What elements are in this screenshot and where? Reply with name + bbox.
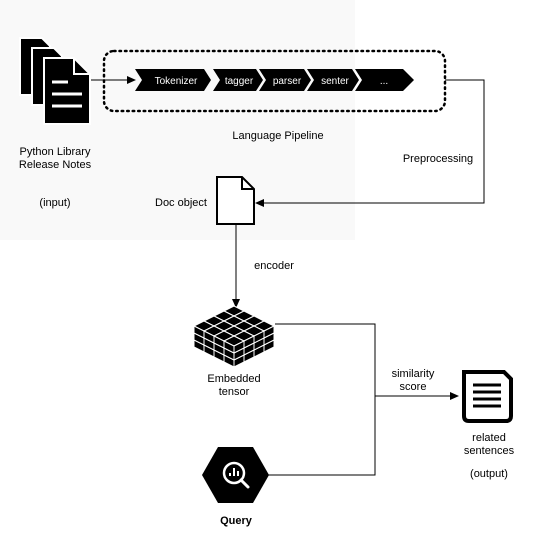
pipeline-stage-tokenizer: Tokenizer — [135, 69, 211, 91]
pipeline-stage-more: ... — [355, 69, 414, 91]
preprocessing-arrow — [255, 79, 485, 207]
pipeline-stage-label: tagger — [225, 76, 254, 87]
document-icon — [216, 176, 255, 225]
input-label-line2: Release Notes — [18, 159, 92, 171]
text-document-icon — [462, 370, 513, 423]
pipeline-title: Language Pipeline — [232, 130, 324, 142]
similarity-label-line1: similarity — [391, 368, 435, 380]
output-label-line2: sentences — [463, 445, 515, 457]
output-label-line1: related — [472, 432, 506, 444]
pipeline-stage-label: senter — [321, 76, 349, 87]
pipeline-box — [102, 49, 447, 113]
pipeline-stage-label: parser — [273, 76, 302, 87]
pipeline-stage-parser: parser — [259, 69, 311, 91]
cube-grid-icon — [192, 305, 276, 368]
embedded-label-line1: Embedded — [207, 373, 261, 385]
pipeline-stage-label: Tokenizer — [155, 76, 198, 87]
input-role-label: (input) — [39, 197, 71, 209]
embedded-label-line2: tensor — [218, 386, 250, 398]
stacked-documents-icon — [19, 37, 91, 125]
input-label-line1: Python Library — [19, 146, 91, 158]
doc-object-label: Doc object — [155, 197, 207, 209]
search-chart-hexagon-icon — [202, 447, 269, 503]
pipeline-stage-senter: senter — [307, 69, 359, 91]
output-role-label: (output) — [470, 468, 508, 480]
similarity-label-line2: score — [399, 381, 427, 393]
pipeline-stage-tagger: tagger — [213, 69, 263, 91]
pipeline-stage-label: ... — [380, 76, 388, 87]
encoder-label: encoder — [254, 260, 294, 272]
tensor-to-junction-line — [267, 323, 376, 476]
preprocessing-label: Preprocessing — [402, 153, 474, 165]
query-label: Query — [220, 515, 252, 527]
